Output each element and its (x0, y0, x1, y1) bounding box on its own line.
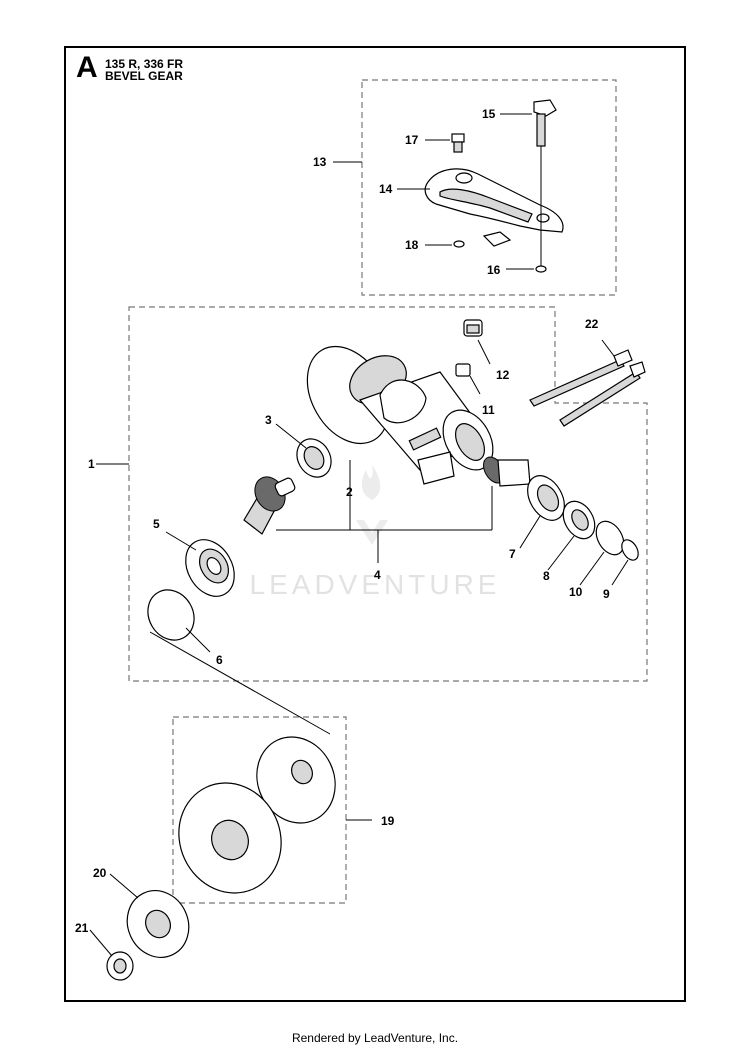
part-label-4: 4 (374, 568, 381, 582)
leader-lines (89, 113, 629, 957)
part-12-plug (463, 319, 483, 337)
part-18-washer (453, 240, 465, 248)
footer-credit: Rendered by LeadVenture, Inc. (291, 1031, 459, 1045)
part-label-5: 5 (153, 517, 160, 531)
part-22-screws (529, 349, 646, 427)
part-4-pinion-shaft (243, 476, 296, 535)
watermark: LEADVENTURE (250, 465, 501, 600)
part-label-2: 2 (346, 485, 353, 499)
part-label-18: 18 (405, 238, 419, 252)
part-label-17: 17 (405, 133, 419, 147)
part-label-7: 7 (509, 547, 516, 561)
part-19-support-flange (178, 736, 336, 894)
part-label-8: 8 (543, 569, 550, 583)
part-label-10: 10 (569, 585, 583, 599)
part-8-seal (562, 500, 596, 540)
part-20-cover (126, 890, 190, 958)
part-5-bearing (185, 539, 235, 597)
part-21-nut (106, 951, 134, 981)
watermark-text: LEADVENTURE (250, 569, 501, 600)
part-label-13: 13 (313, 155, 327, 169)
part-3-bearing (296, 438, 332, 478)
part-11-set-screw (455, 363, 471, 377)
part-label-9: 9 (603, 587, 610, 601)
part-label-3: 3 (265, 413, 272, 427)
part-label-1: 1 (88, 457, 95, 471)
part-2-gear-housing (306, 345, 494, 485)
part-9-retaining-ring (621, 539, 639, 561)
part-label-15: 15 (482, 107, 496, 121)
group-box-1 (128, 306, 648, 682)
part-6-circlip (147, 589, 195, 641)
group-box-13 (361, 79, 617, 296)
part-label-12: 12 (496, 368, 510, 382)
part-label-20: 20 (93, 866, 107, 880)
part-16-nut (535, 265, 547, 273)
model-title: 135 R, 336 FR (105, 57, 184, 71)
part-label-21: 21 (75, 921, 89, 935)
part-label-22: 22 (585, 317, 599, 331)
part-7-bearing (527, 475, 565, 521)
assembly-title: BEVEL GEAR (105, 69, 183, 83)
group-box-19 (172, 716, 347, 904)
part-14-clamp (424, 168, 564, 247)
section-letter: A (76, 51, 98, 84)
part-15-bolt (533, 99, 557, 147)
part-10-washer (595, 520, 625, 556)
part-label-19: 19 (381, 814, 395, 828)
part-label-16: 16 (487, 263, 501, 277)
part-4-shaft-right (483, 456, 531, 487)
part-17-screw (451, 133, 465, 153)
part-label-14: 14 (379, 182, 393, 196)
part-label-11: 11 (482, 403, 495, 417)
diagram-frame (64, 46, 686, 1002)
part-label-6: 6 (216, 653, 223, 667)
part-labels: 1 2 3 4 5 6 7 8 9 10 11 12 13 14 15 16 1… (75, 107, 610, 935)
